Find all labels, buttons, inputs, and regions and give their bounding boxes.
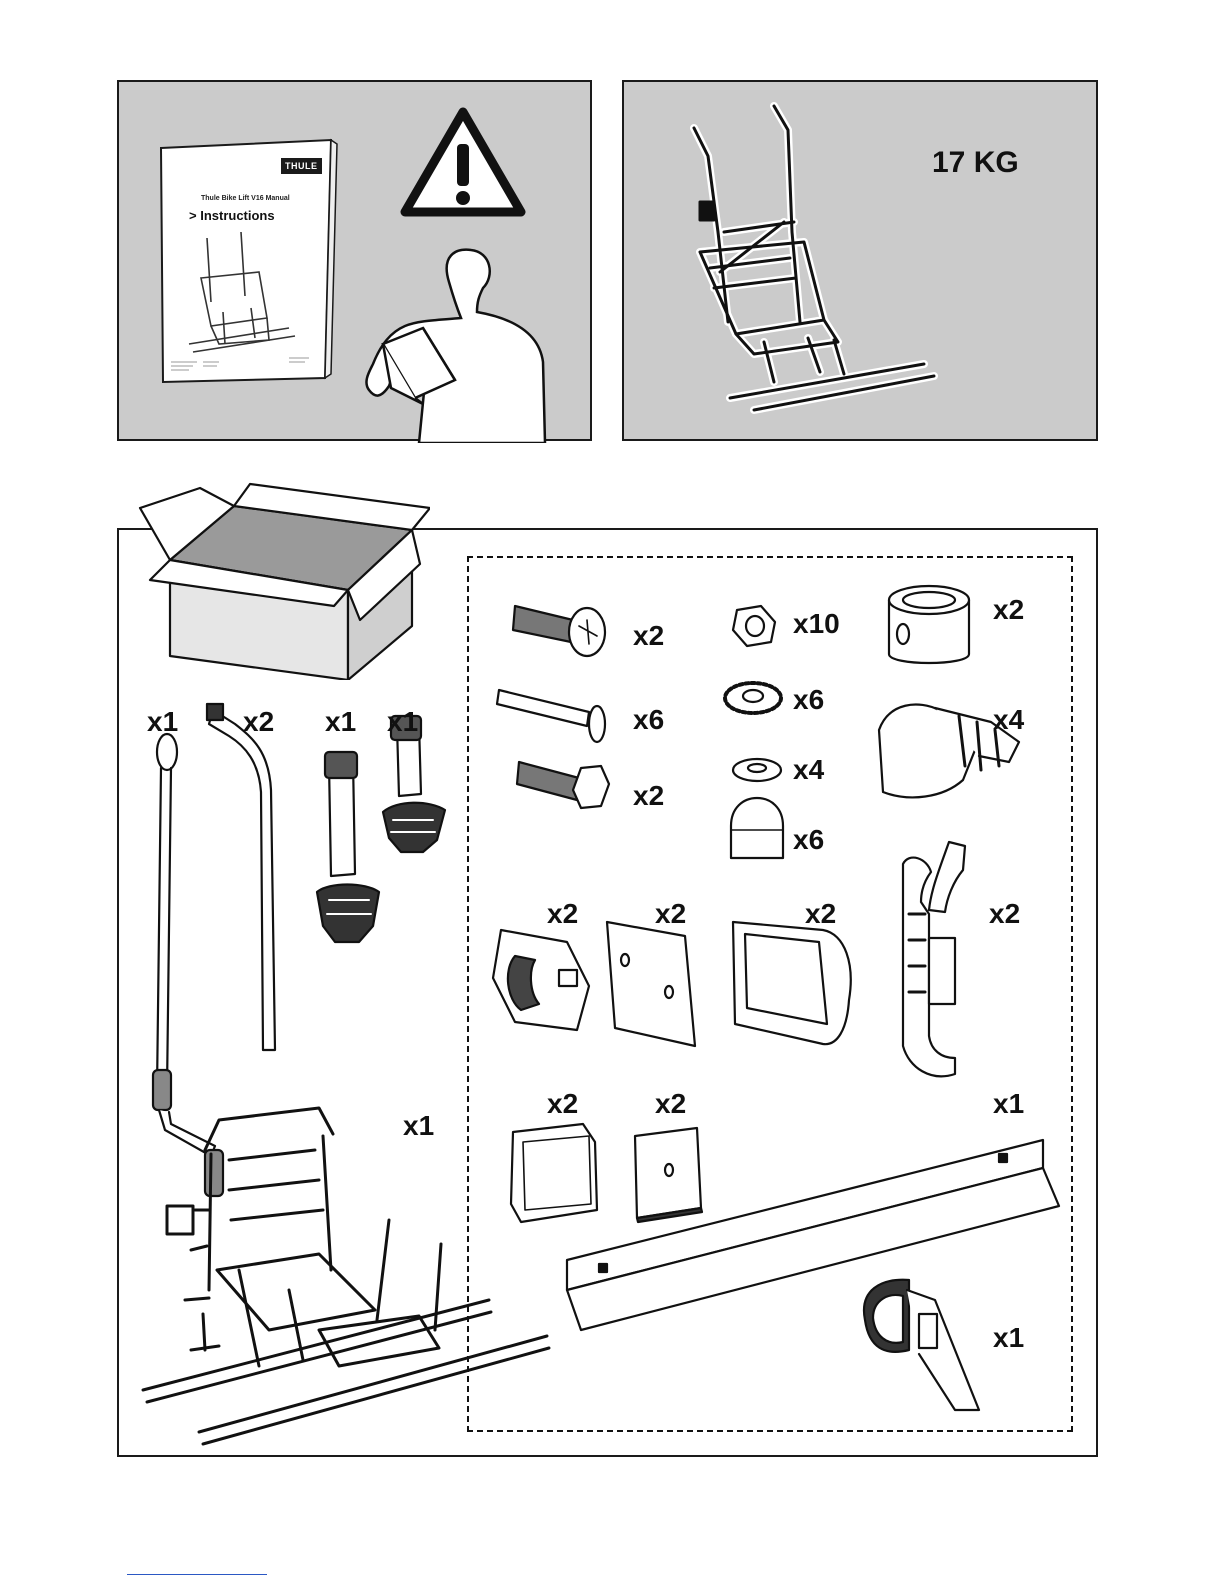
wheel-holder-a-icon [317, 752, 379, 942]
qty-strap: x1 [993, 1324, 1024, 1352]
manual-booklet-icon [161, 140, 337, 382]
manual-title: > Instructions [189, 208, 275, 223]
qty-plate: x2 [655, 900, 686, 928]
qty-end-cap-clip: x4 [993, 706, 1024, 734]
qty-cap-nut: x6 [793, 826, 824, 854]
qty-hex-bolt: x2 [633, 782, 664, 810]
qty-frame-cover: x2 [805, 900, 836, 928]
pan-screw-icon [513, 606, 605, 656]
qty-clamp: x2 [989, 900, 1020, 928]
read-manual-illustration [119, 82, 594, 443]
qty-end-cap: x2 [547, 1090, 578, 1118]
manual-brand-logo: THULE [281, 158, 322, 174]
plate-icon [607, 922, 695, 1046]
qty-carriage-bolt: x6 [633, 706, 664, 734]
tube-icon [207, 704, 275, 1050]
qty-wheel-holder-b: x1 [387, 708, 418, 736]
manual-subtitle: Thule Bike Lift V16 Manual [201, 195, 290, 202]
clamp-icon [903, 842, 965, 1076]
footer-link-underline [127, 1574, 267, 1575]
cap-nut-icon [731, 798, 783, 858]
frame-cover-icon [733, 922, 851, 1044]
qty-lock-washer: x6 [793, 686, 824, 714]
qty-bracket-holder: x2 [547, 900, 578, 928]
strap-icon [864, 1280, 979, 1410]
weight-label: 17 KG [932, 146, 1019, 180]
qty-sleeve: x2 [993, 596, 1024, 624]
hex-bolt-icon [517, 762, 609, 808]
end-cap-icon [511, 1124, 597, 1222]
qty-flat-washer: x4 [793, 756, 824, 784]
qty-pan-screw: x2 [633, 622, 664, 650]
crank-handle-icon [153, 734, 223, 1196]
bracket-holder-icon [493, 930, 589, 1030]
square-plate-icon [635, 1128, 702, 1222]
weight-panel: 17 KG [622, 80, 1098, 441]
warning-icon [405, 112, 521, 212]
qty-wheel-holder-a: x1 [325, 708, 356, 736]
read-manual-panel: THULE Thule Bike Lift V16 Manual > Instr… [117, 80, 592, 441]
carriage-bolt-icon [497, 690, 605, 742]
qty-carrier: x1 [403, 1112, 434, 1140]
qty-crank-handle: x1 [147, 708, 178, 736]
carrier-frame-icon [143, 1108, 549, 1444]
carrier-weight-illustration [624, 82, 1100, 443]
qty-square-plate: x2 [655, 1090, 686, 1118]
person-reading-icon [366, 250, 545, 443]
flat-washer-icon [733, 759, 781, 781]
sleeve-icon [889, 586, 969, 663]
qty-nut: x10 [793, 610, 840, 638]
lock-washer-icon [725, 683, 781, 713]
nut-icon [733, 606, 775, 646]
qty-tube: x2 [243, 708, 274, 736]
open-box-icon [130, 480, 430, 680]
qty-rail: x1 [993, 1090, 1024, 1118]
